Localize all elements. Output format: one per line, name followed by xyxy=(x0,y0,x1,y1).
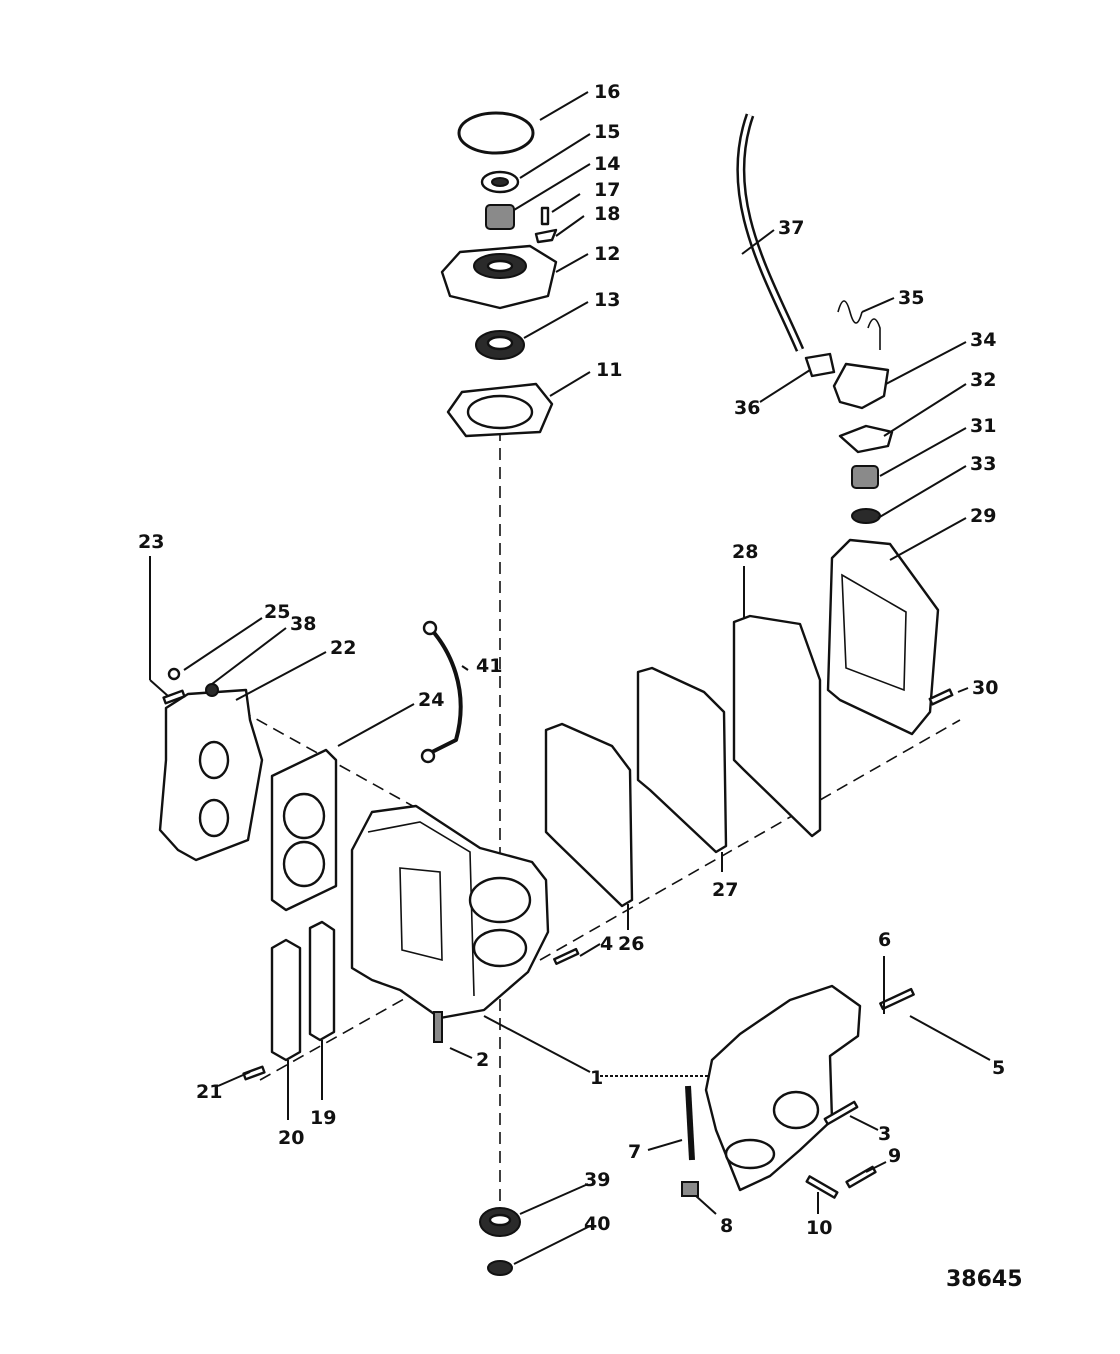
callout-1: 1 xyxy=(590,1067,603,1089)
callout-17: 17 xyxy=(594,179,620,201)
exhaust-divider-plate xyxy=(732,614,822,838)
exhaust-gasket-inner xyxy=(544,722,634,908)
callout-24: 24 xyxy=(418,689,444,711)
callout-13: 13 xyxy=(594,289,620,311)
screw xyxy=(540,206,550,226)
callout-26: 26 xyxy=(618,933,644,955)
exhaust-gasket-outer xyxy=(636,666,728,854)
o-ring xyxy=(457,111,535,155)
leader-lines xyxy=(149,91,991,1265)
callout-40: 40 xyxy=(584,1213,610,1235)
exhaust-cover xyxy=(826,538,940,736)
thermostat xyxy=(851,465,879,489)
callout-23: 23 xyxy=(138,531,164,553)
ground-wire xyxy=(427,626,463,756)
callout-31: 31 xyxy=(970,415,996,437)
callout-3: 3 xyxy=(878,1123,891,1145)
cylinder-block xyxy=(242,804,580,1081)
callout-30: 30 xyxy=(972,677,998,699)
callout-21: 21 xyxy=(196,1081,222,1103)
callout-41: 41 xyxy=(476,655,502,677)
callout-labels: 1 2 3 4 5 6 7 8 9 10 11 12 13 14 15 16 1… xyxy=(138,81,1023,1292)
cover-screw xyxy=(928,688,954,706)
callout-19: 19 xyxy=(310,1107,336,1129)
grommet xyxy=(851,508,881,524)
callout-18: 18 xyxy=(594,203,620,225)
callout-29: 29 xyxy=(970,505,996,527)
callout-4: 4 xyxy=(600,933,613,955)
callout-15: 15 xyxy=(594,121,620,143)
callout-36: 36 xyxy=(734,397,760,419)
callout-27: 27 xyxy=(712,879,738,901)
callout-5: 5 xyxy=(992,1057,1005,1079)
callout-20: 20 xyxy=(278,1127,304,1149)
upper-end-cap-assembly xyxy=(440,111,558,438)
thermostat-gasket xyxy=(838,424,894,454)
clip xyxy=(534,228,558,244)
callout-39: 39 xyxy=(584,1169,610,1191)
transfer-port-cover-assembly xyxy=(158,620,463,912)
callout-34: 34 xyxy=(970,329,996,351)
callout-33: 33 xyxy=(970,453,996,475)
bypass-cover-gasket xyxy=(308,920,336,1042)
callout-38: 38 xyxy=(290,613,316,635)
callout-25: 25 xyxy=(264,601,290,623)
lower-bearing-assembly xyxy=(479,1207,521,1276)
crankcase-cover xyxy=(681,984,915,1199)
callout-2: 2 xyxy=(476,1049,489,1071)
callout-28: 28 xyxy=(732,541,758,563)
callout-35: 35 xyxy=(898,287,924,309)
spring xyxy=(837,300,881,350)
callout-12: 12 xyxy=(594,243,620,265)
fitting xyxy=(804,352,836,378)
thermostat-cover xyxy=(832,362,890,410)
callout-32: 32 xyxy=(970,369,996,391)
diagram-number: 38645 xyxy=(946,1267,1023,1292)
callout-22: 22 xyxy=(330,637,356,659)
callout-9: 9 xyxy=(888,1145,901,1167)
thermostat-assembly xyxy=(544,113,954,908)
callout-14: 14 xyxy=(594,153,620,175)
callout-11: 11 xyxy=(596,359,622,381)
callout-16: 16 xyxy=(594,81,620,103)
hose xyxy=(685,1085,695,1161)
callout-8: 8 xyxy=(720,1215,733,1237)
needle-bearing xyxy=(485,204,515,230)
callout-37: 37 xyxy=(778,217,804,239)
callout-6: 6 xyxy=(878,929,891,951)
callout-7: 7 xyxy=(628,1141,641,1163)
callout-10: 10 xyxy=(806,1217,832,1239)
bypass-cover-plate xyxy=(270,938,302,1062)
